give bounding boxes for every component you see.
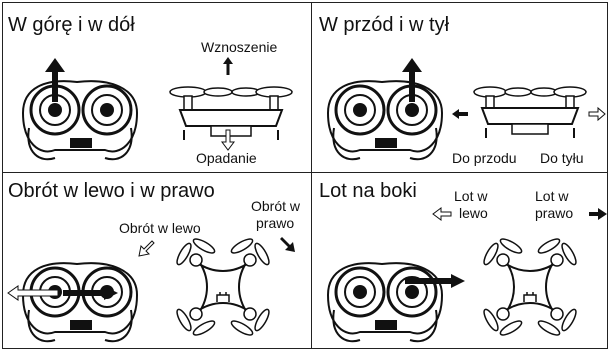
label-rotate-right-line2: prawo — [256, 215, 295, 231]
label-fly-right-line1: Lot w — [535, 188, 569, 204]
drone-side-icon — [169, 86, 293, 140]
label-forward: Do przodu — [452, 150, 517, 166]
arrow-forward-icon — [452, 109, 468, 119]
label-rotate-right-line1: Obrót w — [251, 198, 301, 214]
panel-title-up-down: W górę i w dół — [8, 14, 135, 36]
drone-side-icon — [473, 86, 587, 138]
drone-top-icon — [483, 238, 577, 336]
label-rotate-left: Obrót w lewo — [119, 220, 201, 236]
arrow-descend-icon — [221, 129, 235, 151]
drone-top-icon — [176, 238, 270, 336]
arrow-left-right-icon — [7, 285, 118, 301]
arrow-fly-right-icon — [589, 208, 607, 220]
label-ascend: Wznoszenie — [201, 39, 278, 55]
label-backward: Do tyłu — [540, 150, 584, 166]
arrow-ascend-icon — [223, 57, 233, 75]
label-descend: Opadanie — [196, 150, 257, 166]
arrow-right-icon — [405, 274, 465, 288]
label-fly-left-line2: lewo — [459, 205, 488, 221]
controller-icon — [326, 80, 444, 161]
panel-title-rotate: Obrót w lewo i w prawo — [8, 180, 215, 202]
arrow-up-icon — [402, 58, 422, 102]
arrow-backward-icon — [588, 106, 606, 122]
panel-title-forward-back: W przód i w tył — [319, 14, 450, 36]
arrow-fly-left-icon — [432, 207, 452, 221]
label-fly-left-line1: Lot w — [454, 188, 488, 204]
label-fly-right-line2: prawo — [535, 205, 574, 221]
diagram-frame — [2, 2, 608, 349]
arrow-rotate-left-icon — [138, 240, 155, 257]
horizontal-divider — [2, 172, 608, 173]
arrow-rotate-right-icon — [280, 237, 295, 252]
arrow-up-icon — [45, 58, 65, 102]
controller-icon — [21, 80, 139, 161]
panel-title-sideways: Lot na boki — [319, 180, 417, 202]
controller-icon — [326, 262, 444, 343]
vertical-divider — [311, 2, 312, 349]
